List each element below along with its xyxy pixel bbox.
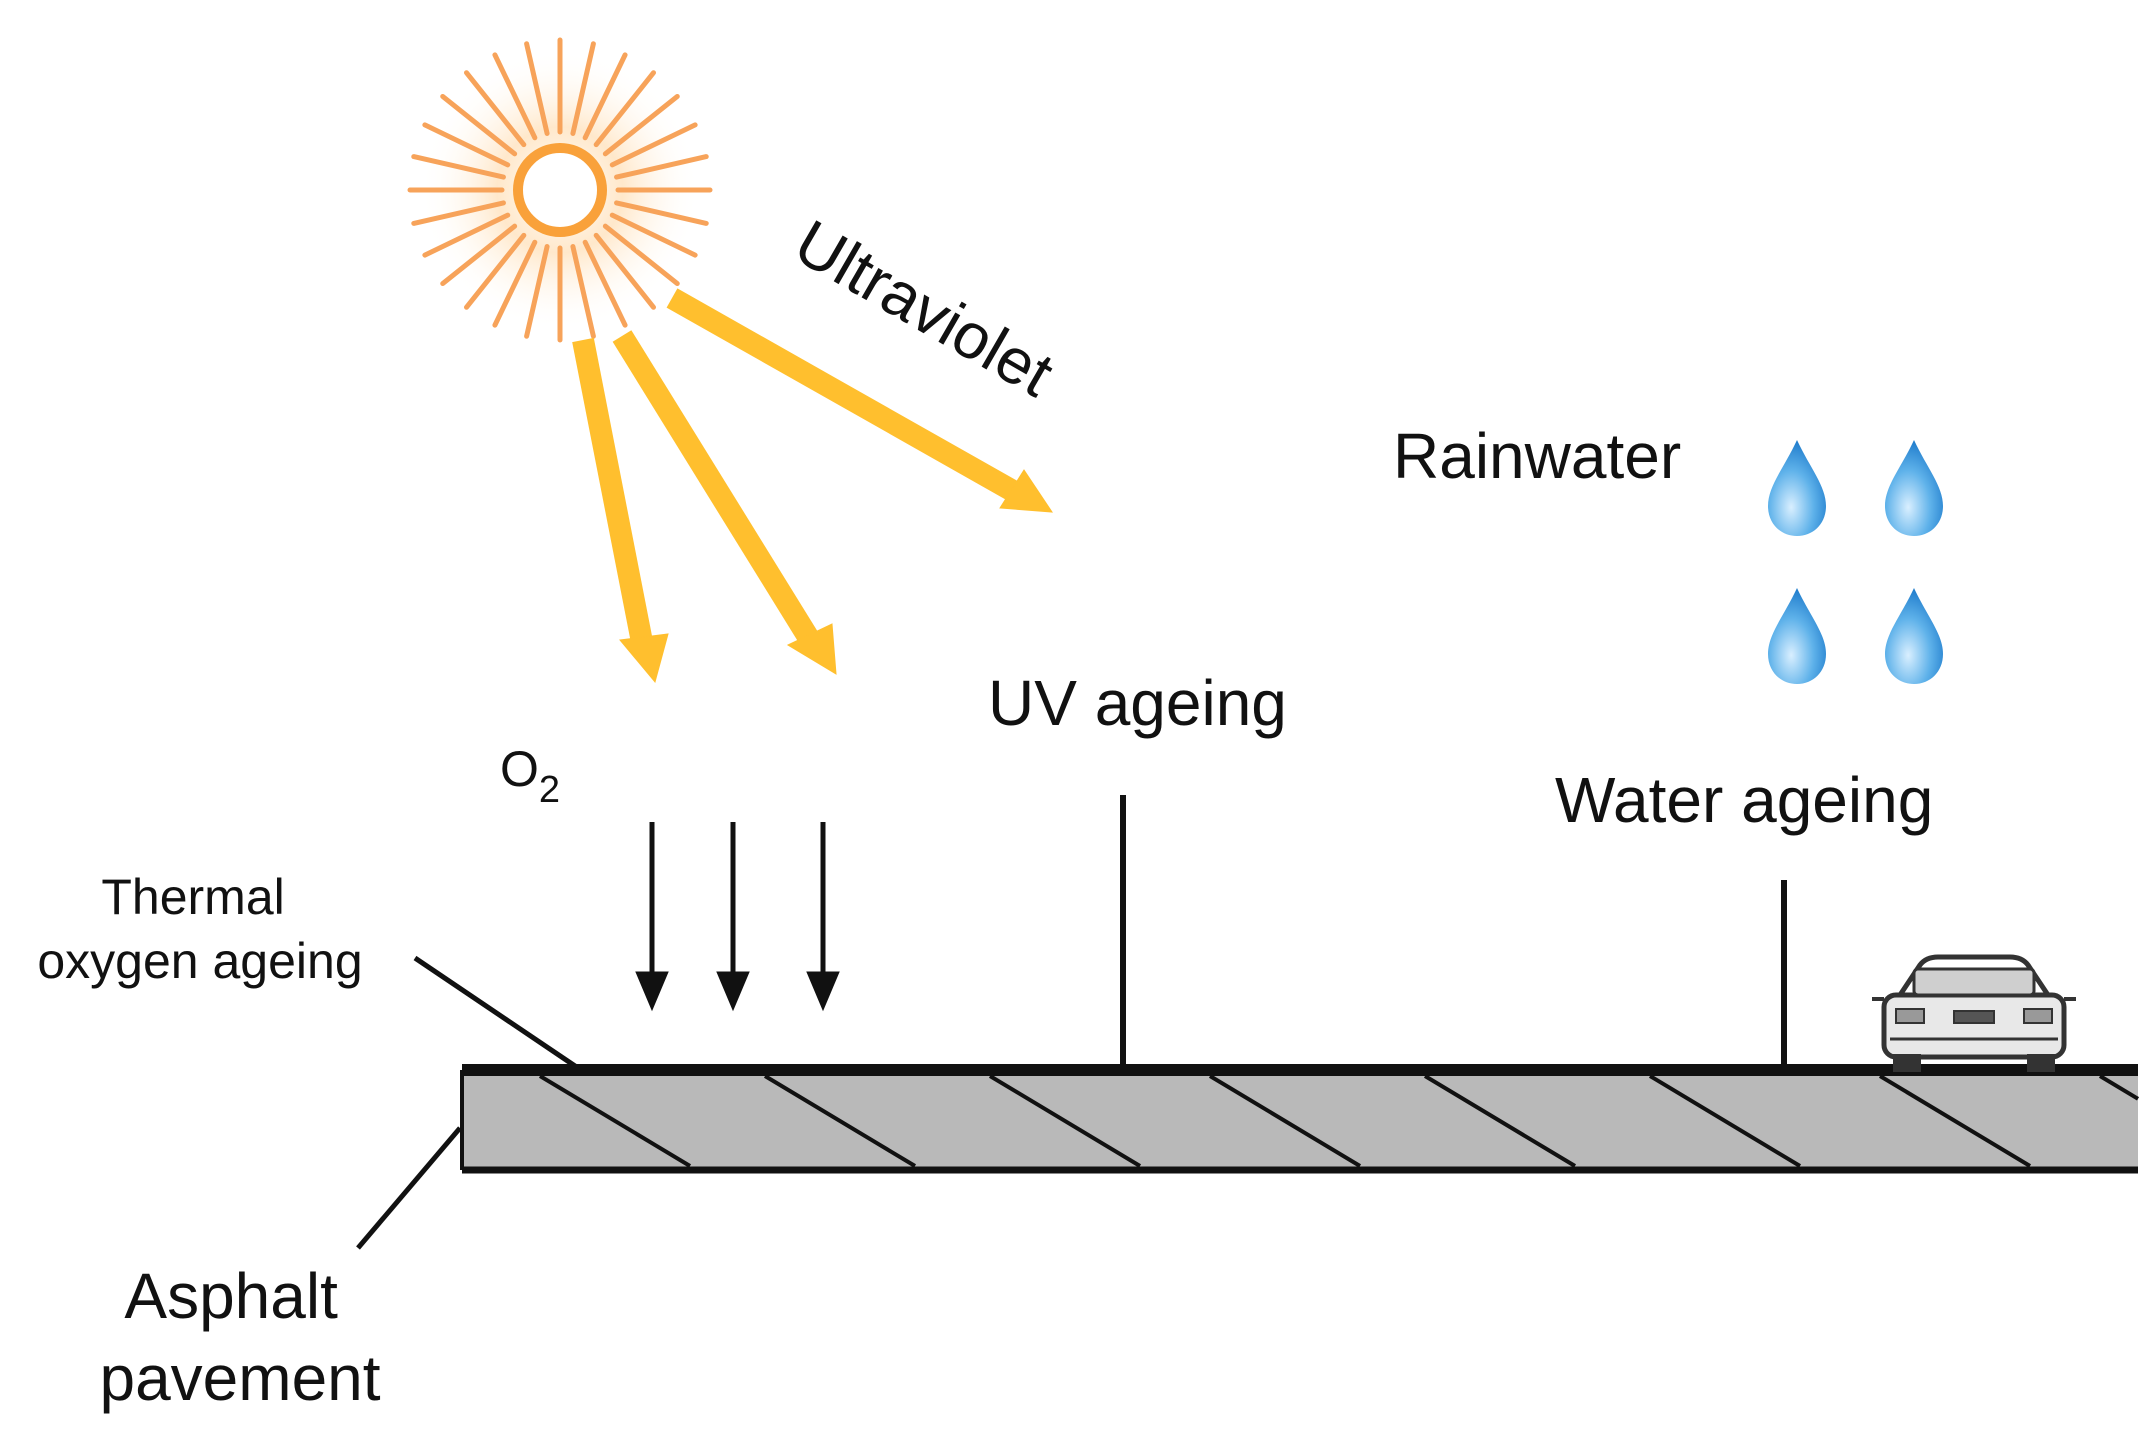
water-ageing-label: Water ageing [1555, 764, 1933, 836]
uv-arrow-3 [666, 288, 1053, 513]
sun-ray [492, 239, 538, 328]
sun-ray [602, 93, 680, 157]
hatch-line [1423, 1074, 1577, 1168]
o2-label-base: O [500, 741, 539, 797]
hatch-line [1878, 1074, 2032, 1168]
sun-ray [463, 70, 527, 148]
uv-arrow-1 [572, 337, 669, 684]
oxygen-arrows [635, 822, 840, 1012]
sun-ray [570, 244, 596, 339]
sun-ray [524, 41, 550, 136]
raindrop-icon [1768, 588, 1826, 684]
oxygen-arrow-3 [806, 822, 840, 1012]
pavement-hatching [538, 1074, 2140, 1168]
oxygen-arrow-2 [716, 822, 750, 1012]
asphalt-pointer [356, 1126, 462, 1250]
oxygen-arrow-1 [635, 822, 669, 1012]
raindrop-icon [1885, 588, 1943, 684]
o2-label: O2 [500, 741, 560, 811]
uv-ageing-label: UV ageing [988, 667, 1287, 739]
sun-icon [407, 37, 713, 343]
sun-ray [593, 70, 657, 148]
o2-label-subscript: 2 [539, 769, 560, 811]
sun-ray [463, 232, 527, 310]
raindrops [1768, 440, 1943, 684]
sun-ray [440, 93, 518, 157]
sun-ray [593, 232, 657, 310]
sun-ray [411, 200, 506, 226]
asphalt-pavement-label: Asphalt pavement [99, 1260, 380, 1414]
sun-ray [614, 154, 709, 180]
rainwater-label: Rainwater [1393, 420, 1681, 492]
asphalt-pavement-layer [460, 1064, 2140, 1174]
hatch-line [538, 1074, 692, 1168]
sun-ray [582, 52, 628, 141]
hatch-line [1208, 1074, 1362, 1168]
asphalt-label-line1: Asphalt [124, 1260, 338, 1332]
raindrop-icon [1885, 440, 1943, 536]
car-icon [1872, 954, 2076, 1072]
sun-ray [524, 244, 550, 339]
sun-ray [570, 41, 596, 136]
sun-ray [609, 212, 698, 258]
raindrop-icon [1768, 440, 1826, 536]
sun-ray [422, 122, 511, 168]
thermal-oxygen-ageing-label: Thermal oxygen ageing [37, 869, 362, 989]
sun-ray [492, 52, 538, 141]
sun-ray [602, 223, 680, 287]
hatch-line [763, 1074, 917, 1168]
thermal-ageing-pointer [413, 955, 580, 1071]
sun-ray [422, 212, 511, 258]
thermal-label-line1: Thermal [101, 869, 284, 925]
sun-ray [609, 122, 698, 168]
uv-arrow-2 [612, 330, 837, 675]
thermal-label-line2: oxygen ageing [37, 933, 362, 989]
asphalt-label-line2: pavement [99, 1342, 380, 1414]
sun-ray [440, 223, 518, 287]
sun-ray [582, 239, 628, 328]
sun-ray [411, 154, 506, 180]
hatch-line [1648, 1074, 1802, 1168]
hatch-line [2098, 1074, 2140, 1101]
sun-rays [407, 37, 713, 343]
uv-arrows [572, 288, 1053, 684]
hatch-line [988, 1074, 1142, 1168]
sun-ray [614, 200, 709, 226]
